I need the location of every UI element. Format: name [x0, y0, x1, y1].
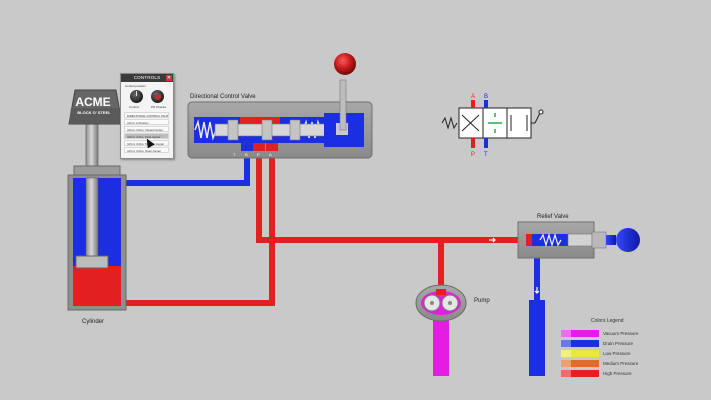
- symbol-port-a: A: [471, 94, 475, 100]
- close-icon[interactable]: ✕: [166, 75, 172, 81]
- controls-panel: CONTROLS ✕ Control position Control PD C…: [120, 73, 174, 159]
- valve-option[interactable]: 4-Port, 3-Pos, Closed Center: [124, 126, 169, 132]
- relief-valve: [517, 221, 640, 259]
- controls-header: CONTROLS ✕: [121, 74, 173, 82]
- valve-port-p: P: [257, 152, 260, 157]
- legend-swatch: [561, 370, 599, 377]
- valve-option[interactable]: 4-Port, 3-Pos, Tandem Center: [124, 140, 169, 146]
- valve-option-selected[interactable]: 4-Port, 3-Pos, Float Center: [124, 133, 169, 139]
- directional-control-valve: [187, 53, 373, 159]
- legend-label: Medium Pressure: [603, 361, 639, 366]
- cylinder-brand-sub: BLOCK O' STEEL: [77, 110, 111, 115]
- pipe-drain-cylinder-to-valve: [119, 148, 250, 186]
- controls-title: CONTROLS: [133, 75, 161, 80]
- legend-item: Drain Pressure: [559, 340, 651, 349]
- symbol-port-b-pipe: [484, 100, 488, 108]
- control-knob[interactable]: [130, 90, 143, 103]
- legend-item: Low Pressure: [559, 350, 651, 359]
- symbol-port-a-pipe: [471, 100, 475, 108]
- legend-title: Colors Legend: [591, 318, 624, 324]
- flow-arrow-icon: [534, 287, 540, 294]
- valve-type-header: DIRECTIONAL CONTROL VALVE: [124, 112, 169, 118]
- valve-label: Directional Control Valve: [190, 94, 256, 100]
- symbol-port-b: B: [484, 94, 488, 100]
- valve-option[interactable]: 4-Port, 2-Position: [124, 119, 169, 125]
- legend-label: High Pressure: [603, 371, 632, 376]
- symbol-port-t-pipe: [484, 138, 488, 148]
- pump-label: Pump: [474, 298, 490, 304]
- legend-swatch: [561, 350, 599, 357]
- flow-arrow-icon: [489, 237, 496, 243]
- pipe-high-cylinder-to-valve: [119, 148, 275, 306]
- valve-port-b: B: [245, 152, 248, 157]
- cylinder-label: Cylinder: [82, 319, 104, 325]
- valve-port-a: A: [269, 152, 272, 157]
- symbol-port-p: P: [471, 152, 475, 158]
- valve-option[interactable]: 4-Port, 3-Pos, Open Center: [124, 147, 169, 153]
- legend-item: High Pressure: [559, 370, 651, 379]
- cylinder: [67, 89, 127, 311]
- tank-drain: [529, 300, 545, 376]
- colors-legend: Colors Legend Vacuum Pressure Drain Pres…: [559, 318, 651, 380]
- knob-caption: Control position: [125, 84, 146, 88]
- symbol-port-t: T: [484, 152, 488, 158]
- legend-label: Drain Pressure: [603, 341, 634, 346]
- legend-item: Vacuum Pressure: [559, 330, 651, 339]
- legend-swatch: [561, 340, 599, 347]
- legend-label: Low Pressure: [603, 351, 631, 356]
- pipe-high-pressure-line: [256, 148, 522, 243]
- valve-port-t: T: [233, 152, 236, 157]
- symbol-port-p-pipe: [471, 138, 475, 148]
- relief-label: Relief Valve: [537, 214, 569, 220]
- legend-swatch: [561, 360, 599, 367]
- cylinder-brand: ACME: [75, 95, 110, 109]
- legend-item: Medium Pressure: [559, 360, 651, 369]
- tank-vacuum: [433, 320, 449, 376]
- pd-checks-label: PD Checks: [151, 105, 167, 109]
- knob-label: Control: [129, 105, 139, 109]
- valve-symbol: [441, 107, 544, 139]
- pump: [415, 284, 467, 322]
- legend-label: Vacuum Pressure: [603, 331, 639, 336]
- legend-swatch: [561, 330, 599, 337]
- pd-checks-button[interactable]: [151, 90, 164, 103]
